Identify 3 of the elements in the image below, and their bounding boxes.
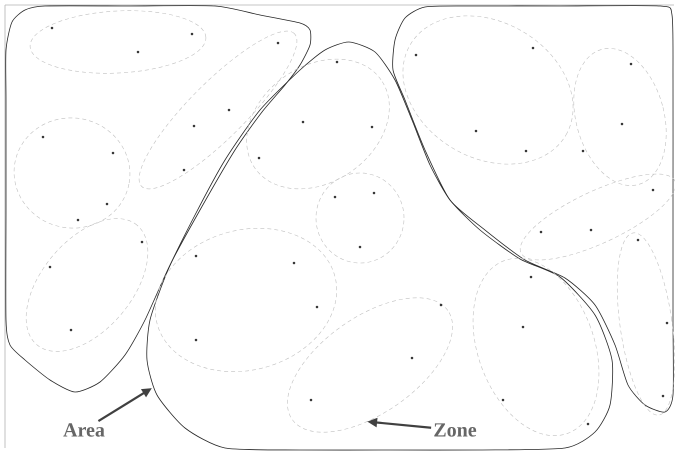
region-outline [146, 42, 614, 450]
region-label: Zone [434, 423, 476, 437]
region-label: Area [63, 423, 105, 437]
